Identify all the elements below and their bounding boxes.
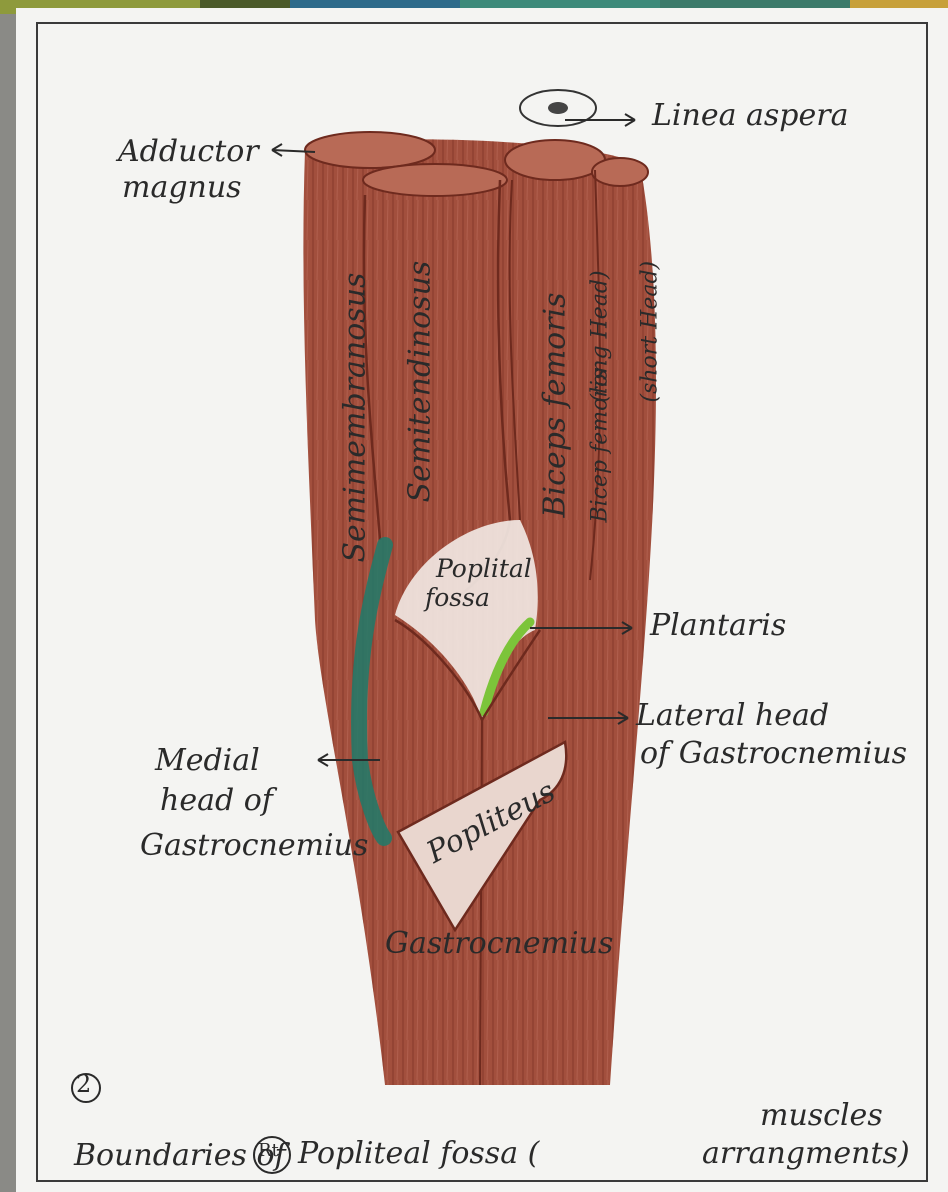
label-popliteal-fossa-1: Poplital [436,556,532,582]
label-lateral-head-1: Lateral head [636,700,829,732]
label-medial-head-1: Medial [155,745,260,777]
caption-part-4: arrangments) [702,1138,910,1170]
caption-part-2: Popliteal fossa ( [298,1138,539,1170]
label-adductor-magnus-1: Adductor [118,136,259,168]
label-linea-aspera: Linea aspera [652,100,848,132]
label-biceps-femoris-long: Biceps femoris [538,268,573,518]
label-gastrocnemius: Gastrocnemius [385,928,613,960]
caption-part-1: Boundaries of [74,1140,286,1172]
label-popliteal-fossa-2: fossa [425,585,490,611]
label-plantaris: Plantaris [650,610,786,642]
caption-circled-rt: Rt [258,1142,279,1161]
caption-part-3: muscles [760,1100,883,1132]
label-adductor-magnus-2: magnus [122,172,242,204]
label-bicep-femoris-short: Bicep femoris [588,323,613,523]
label-medial-head-2: head of [160,785,273,817]
label-lateral-head-2: of Gastrocnemius [640,738,907,770]
figure-number: 2 [76,1072,91,1097]
label-bicep-short-head: (short Head) [638,223,663,403]
label-semitendinosus: Semitendinosus [403,233,438,503]
label-medial-head-3: Gastrocnemius [140,830,368,862]
label-semimembranosus: Semimembranosus [338,273,373,563]
